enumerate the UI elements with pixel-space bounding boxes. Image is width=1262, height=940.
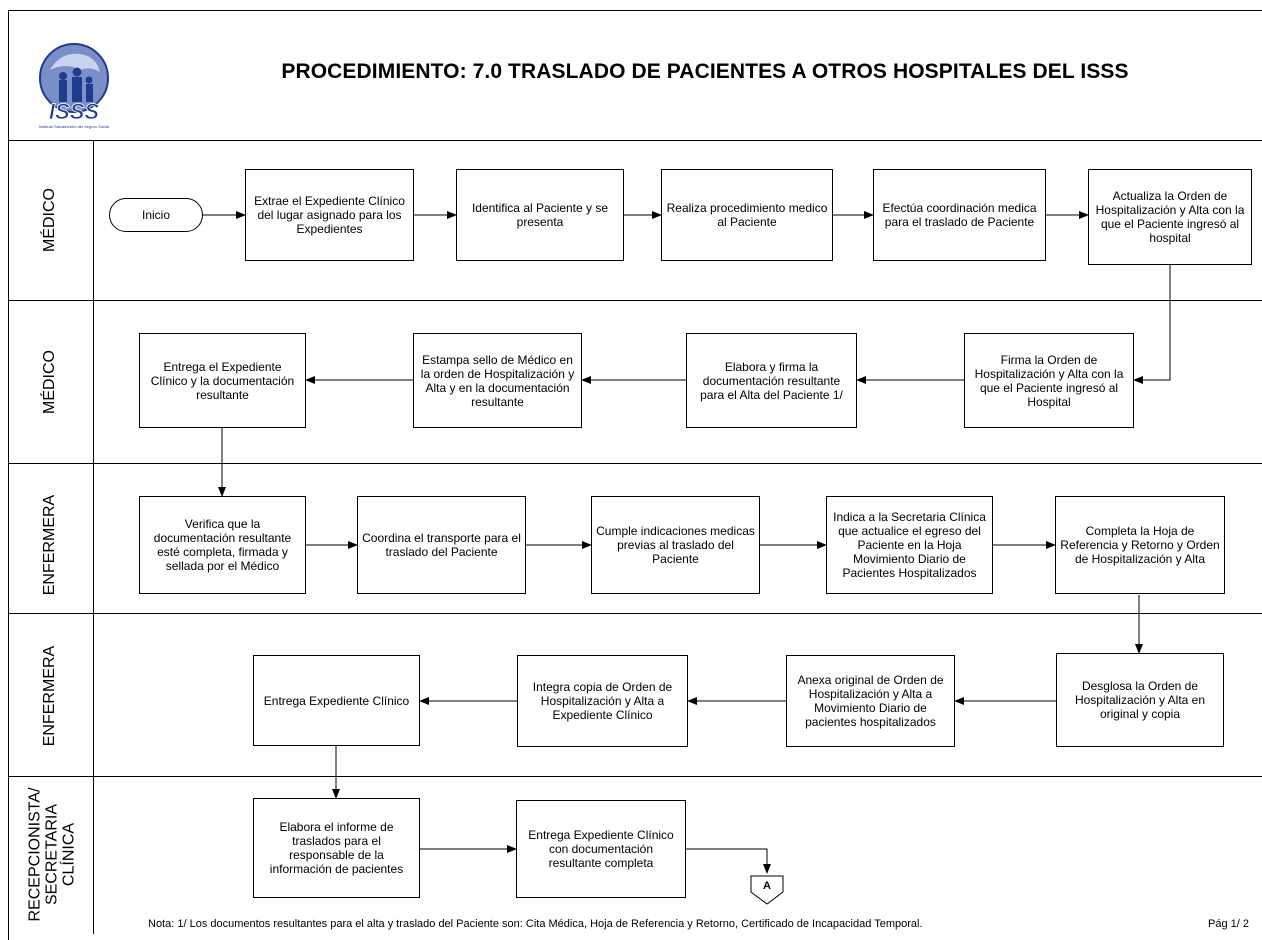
start-terminator: Inicio <box>109 198 203 232</box>
lane-divider <box>8 463 1262 464</box>
step-m2-3: Estampa sello de Médico en la orden de H… <box>413 333 582 428</box>
lane-divider <box>8 140 1262 141</box>
lane-label-medico-1: MÉDICO <box>41 188 58 252</box>
step-e2-3: Integra copia de Orden de Hospitalizació… <box>517 655 688 747</box>
lane-divider <box>8 613 1262 614</box>
isss-logo: ISSS Instituto Salvadoreño del Seguro So… <box>30 40 120 130</box>
lane-label-line: CLÍNICA <box>60 822 78 887</box>
step-m1-1: Extrae el Expediente Clínico del lugar a… <box>245 169 414 261</box>
step-m2-4: Entrega el Expediente Clínico y la docum… <box>139 333 306 428</box>
step-e1-1: Verifica que la documentación resultante… <box>139 496 306 594</box>
lane-divider <box>8 300 1262 301</box>
logo-caption: Instituto Salvadoreño del Seguro Social <box>39 124 109 129</box>
lane-divider <box>8 776 1262 777</box>
lane-label-line: RECEPCIONISTA/ <box>26 787 44 922</box>
step-r-1: Elabora el informe de traslados para el … <box>253 798 420 898</box>
lane-label-enfermera-2: ENFERMERA <box>41 645 58 747</box>
footnote: Nota: 1/ Los documentos resultantes para… <box>148 918 923 930</box>
step-e2-1: Desglosa la Orden de Hospitalización y A… <box>1056 653 1224 747</box>
lane-label-medico-2: MÉDICO <box>41 350 58 414</box>
step-m2-1: Firma la Orden de Hospitalización y Alta… <box>964 333 1134 428</box>
lane-label-line: SECRETARIA <box>43 803 61 906</box>
step-e2-2: Anexa original de Orden de Hospitalizaci… <box>786 655 955 747</box>
step-r-2: Entrega Expediente Clínico con documenta… <box>516 800 686 898</box>
step-e2-4: Entrega Expediente Clínico <box>253 655 420 746</box>
page-number: Pág 1/ 2 <box>1208 918 1249 930</box>
step-e1-3: Cumple indicaciones medicas previas al t… <box>591 496 760 594</box>
step-m1-4: Efectúa coordinación medica para el tras… <box>873 169 1046 261</box>
lane-label-recepcionista: RECEPCIONISTA/ SECRETARIA CLÍNICA <box>27 775 78 935</box>
step-m1-3: Realiza procedimiento medico al Paciente <box>661 169 833 261</box>
step-m1-5: Actualiza la Orden de Hospitalización y … <box>1088 169 1252 265</box>
diagram-frame <box>8 10 1262 940</box>
step-m1-2: Identifica al Paciente y se presenta <box>456 169 624 261</box>
step-e1-4: Indica a la Secretaria Clínica que actua… <box>826 496 993 594</box>
step-e1-5: Completa la Hoja de Referencia y Retorno… <box>1055 496 1225 594</box>
lane-header-divider <box>93 140 94 934</box>
page-title: PROCEDIMIENTO: 7.0 TRASLADO DE PACIENTES… <box>281 60 1129 83</box>
step-m2-2: Elabora y firma la documentación resulta… <box>686 333 857 428</box>
lane-label-enfermera-1: ENFERMERA <box>41 494 58 596</box>
logo-text: ISSS <box>49 99 99 124</box>
step-e1-2: Coordina el transporte para el traslado … <box>357 496 526 594</box>
offpage-connector-label: A <box>763 880 771 892</box>
